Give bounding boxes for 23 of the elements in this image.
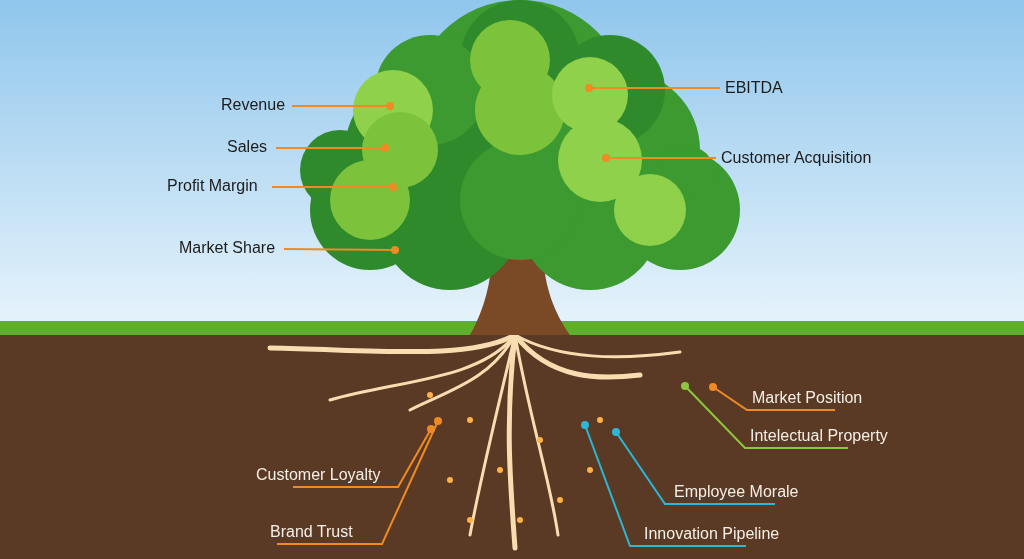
leader-line	[581, 421, 747, 547]
metric-label: EBITDA	[725, 78, 783, 98]
leader-line	[291, 102, 394, 110]
leader-line	[709, 383, 836, 411]
metric-label: Employee Morale	[674, 482, 799, 502]
metric-label: Intelectual Property	[750, 426, 888, 446]
metric-label: Sales	[227, 137, 268, 157]
leader-line	[292, 425, 435, 488]
metric-label: Revenue	[221, 95, 286, 115]
metric-label: Profit Margin	[167, 176, 258, 196]
leader-line	[271, 183, 397, 191]
leader-line	[681, 382, 849, 449]
leader-line	[283, 246, 399, 254]
metric-label: Market Share	[179, 238, 276, 258]
leader-line	[275, 144, 389, 152]
leader-line	[612, 428, 776, 505]
metric-label: Brand Trust	[270, 522, 353, 542]
leader-line	[585, 84, 721, 92]
metric-label: Market Position	[752, 388, 863, 408]
metric-label: Customer Acquisition	[721, 148, 872, 168]
metric-label: Customer Loyalty	[256, 465, 381, 485]
metric-label: Innovation Pipeline	[644, 524, 780, 544]
leader-line	[276, 417, 442, 545]
